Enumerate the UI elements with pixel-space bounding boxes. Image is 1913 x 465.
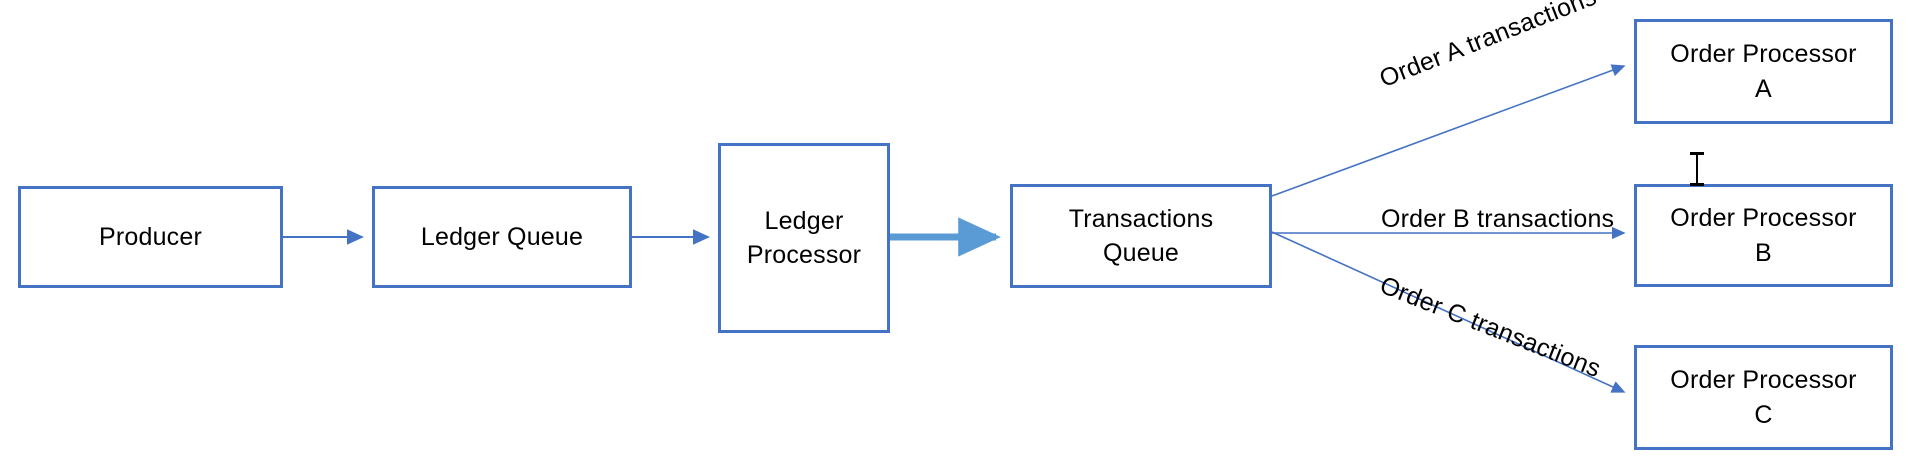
edge-transactions-queue-to-order-a: [1271, 64, 1626, 197]
edge-label-order-c-transactions: Order C transactions: [1376, 271, 1605, 384]
node-order-processor-c-label: Order Processor C: [1670, 366, 1857, 429]
node-order-processor-b[interactable]: Order Processor B: [1634, 184, 1893, 287]
node-ledger-processor[interactable]: Ledger Processor: [718, 143, 890, 333]
node-ledger-queue[interactable]: Ledger Queue: [372, 186, 632, 288]
text-cursor-icon: [1689, 152, 1705, 186]
node-order-processor-a[interactable]: Order Processor A: [1634, 19, 1893, 124]
node-order-processor-a-label: Order Processor A: [1670, 40, 1857, 103]
node-ledger-processor-label: Ledger Processor: [746, 206, 862, 270]
node-order-processor-c[interactable]: Order Processor C: [1634, 345, 1893, 450]
edge-label-order-a-transactions: Order A transactions: [1375, 0, 1601, 94]
node-transactions-queue-label: Transactions Queue: [1068, 204, 1214, 268]
node-producer-label: Producer: [98, 222, 203, 251]
node-producer[interactable]: Producer: [18, 186, 283, 288]
node-ledger-queue-label: Ledger Queue: [420, 222, 584, 251]
node-order-processor-b-label: Order Processor B: [1670, 204, 1857, 267]
node-transactions-queue[interactable]: Transactions Queue: [1010, 184, 1272, 288]
edge-label-order-b-transactions: Order B transactions: [1381, 205, 1615, 233]
